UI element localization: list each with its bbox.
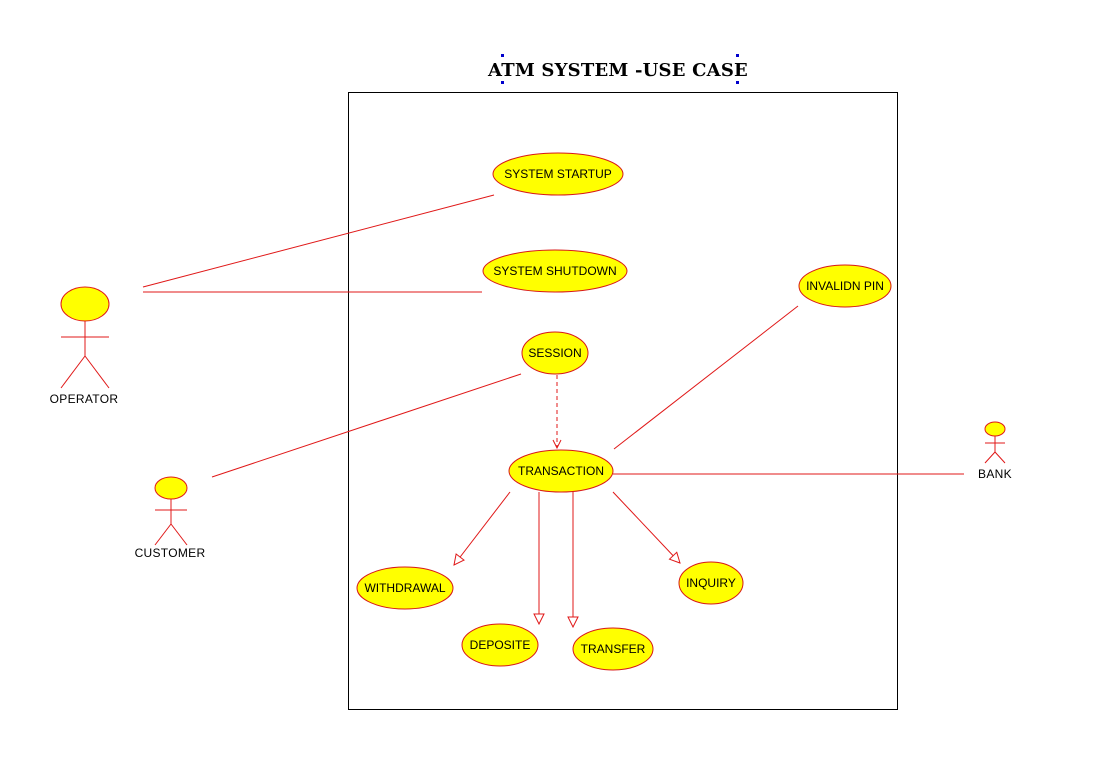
title-selection-handle bbox=[501, 81, 504, 84]
actor-label-bank: BANK bbox=[978, 467, 1012, 481]
association-operator-startup bbox=[142, 194, 495, 288]
usecase-system-shutdown[interactable]: SYSTEM SHUTDOWN bbox=[482, 249, 628, 293]
actor-head bbox=[984, 421, 1006, 437]
usecase-ellipse bbox=[678, 561, 744, 605]
actor-customer[interactable] bbox=[154, 476, 188, 546]
usecase-ellipse bbox=[521, 331, 589, 375]
system-boundary bbox=[348, 92, 898, 710]
usecase-label: WITHDRAWAL bbox=[364, 581, 445, 595]
usecase-ellipse bbox=[798, 264, 892, 308]
diagram-title: ATM SYSTEM -USE CASE bbox=[487, 54, 748, 84]
usecase-ellipse bbox=[482, 249, 628, 293]
usecase-ellipse bbox=[572, 627, 654, 671]
usecase-transfer[interactable]: TRANSFER bbox=[572, 627, 654, 671]
title-selection-handle bbox=[501, 54, 504, 57]
usecase-ellipse bbox=[508, 449, 614, 493]
usecase-label: TRANSACTION bbox=[518, 464, 604, 478]
usecase-deposit[interactable]: DEPOSITE bbox=[461, 623, 539, 667]
title-selection-handle bbox=[736, 54, 739, 57]
usecase-label: TRANSFER bbox=[581, 642, 646, 656]
association-customer-session bbox=[211, 373, 522, 478]
actor-leg-left bbox=[60, 355, 86, 389]
usecase-label: SESSION bbox=[528, 346, 581, 360]
usecase-label: SYSTEM STARTUP bbox=[504, 167, 612, 181]
usecase-ellipse bbox=[461, 623, 539, 667]
actor-leg-right bbox=[994, 451, 1006, 464]
actor-leg-right bbox=[170, 523, 188, 546]
actor-operator[interactable] bbox=[60, 286, 110, 389]
usecase-invalid-pin[interactable]: INVALIDN PIN bbox=[798, 264, 892, 308]
usecase-system-startup[interactable]: SYSTEM STARTUP bbox=[492, 152, 624, 196]
usecase-transaction[interactable]: TRANSACTION bbox=[508, 449, 614, 493]
actor-head bbox=[154, 476, 188, 500]
usecase-session[interactable]: SESSION bbox=[521, 331, 589, 375]
actor-label-operator: OPERATOR bbox=[50, 392, 119, 406]
actor-head bbox=[60, 286, 110, 322]
actor-leg-left bbox=[984, 451, 996, 464]
usecase-withdrawal[interactable]: WITHDRAWAL bbox=[356, 566, 454, 610]
association-transaction-invalidpin bbox=[613, 305, 799, 450]
actor-leg-right bbox=[84, 355, 110, 389]
usecase-ellipse bbox=[356, 566, 454, 610]
associations bbox=[142, 194, 964, 627]
usecase-ellipse bbox=[492, 152, 624, 196]
generalization-inquiry bbox=[612, 491, 680, 563]
title-text: ATM SYSTEM -USE CASE bbox=[487, 60, 748, 81]
usecase-label: SYSTEM SHUTDOWN bbox=[493, 264, 616, 278]
generalization-withdrawal bbox=[454, 491, 511, 565]
usecase-label: INQUIRY bbox=[686, 576, 736, 590]
title-selection-handle bbox=[736, 81, 739, 84]
actor-bank[interactable] bbox=[984, 421, 1006, 464]
usecase-inquiry[interactable]: INQUIRY bbox=[678, 561, 744, 605]
usecase-label: INVALIDN PIN bbox=[806, 279, 884, 293]
actor-leg-left bbox=[154, 523, 172, 546]
usecase-label: DEPOSITE bbox=[470, 638, 531, 652]
actor-label-customer: CUSTOMER bbox=[135, 546, 206, 560]
